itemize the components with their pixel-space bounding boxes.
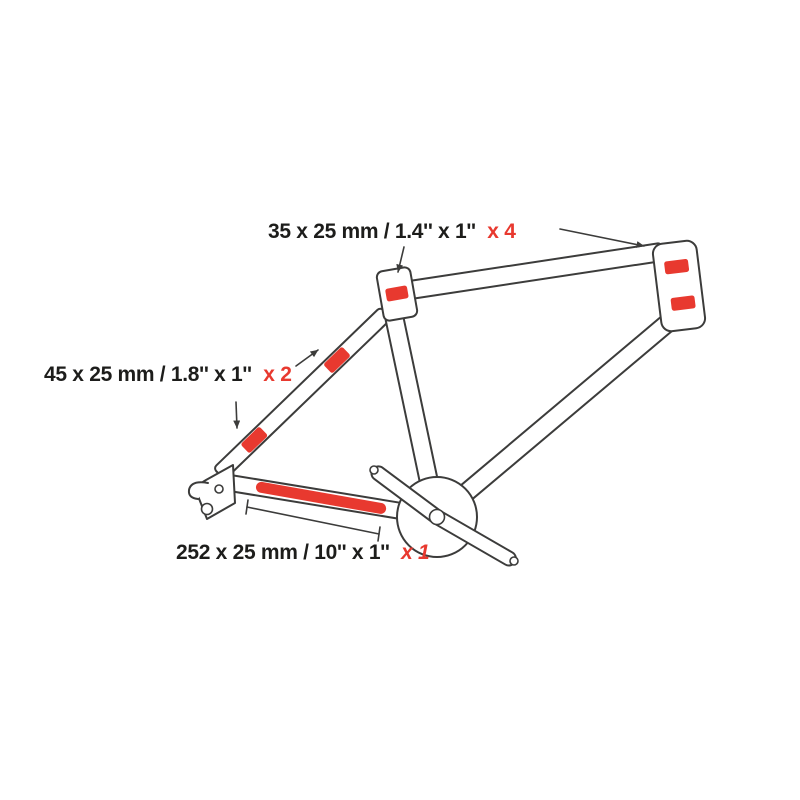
measurement-line-body — [246, 506, 380, 535]
label-top-patch-count: x 4 — [487, 220, 516, 243]
main-tube-group — [214, 307, 391, 480]
down-tube — [384, 313, 442, 500]
label-side-patch-count: x 2 — [263, 363, 291, 386]
seat-cluster-tube — [651, 239, 707, 333]
measurement-tick-start — [245, 499, 249, 515]
arrow-icon-to-side-patch-lower — [233, 401, 241, 429]
derailleur-hanger-hook — [187, 481, 209, 500]
label-long-strip-count: x 1 — [400, 541, 429, 564]
label-side-patch: 45 x 25 mm / 1.8'' x 1'' x 2 — [44, 363, 292, 386]
head-tube-group — [375, 266, 419, 322]
bike-frame-outline — [187, 239, 707, 567]
hanger-bolt-hole — [214, 484, 224, 494]
crankset-group — [369, 465, 519, 567]
protection-patch-cluster-1 — [664, 259, 690, 275]
protection-patch-side-1 — [241, 427, 268, 453]
label-long-strip: 252 x 25 mm / 10'' x 1'' x 1 — [176, 541, 429, 564]
label-side-patch-dimensions: 45 x 25 mm / 1.8'' x 1'' — [44, 363, 252, 386]
crank-hub-hole — [428, 508, 446, 526]
dropout-axle-hole — [200, 502, 214, 516]
pedal-hole-right — [509, 556, 519, 566]
dropout-group — [187, 464, 236, 520]
protection-patch-head — [385, 285, 409, 302]
arrow-icon-to-side-patch-upper — [295, 349, 319, 367]
pedal-hole-left — [369, 465, 379, 475]
main-tube — [214, 307, 391, 480]
seat-tube — [449, 309, 682, 509]
pointer-arrows — [233, 228, 645, 429]
top-tube — [408, 242, 665, 300]
label-top-patch: 35 x 25 mm / 1.4'' x 1'' x 4 — [268, 220, 516, 243]
protection-patch-side-2 — [324, 347, 350, 373]
arrow-icon-to-cluster-patch — [559, 228, 645, 248]
measurement-line — [245, 499, 381, 542]
seat-cluster-group — [651, 239, 707, 333]
label-long-strip-dimensions: 252 x 25 mm / 10'' x 1'' — [176, 541, 390, 564]
protection-strip-long — [255, 481, 387, 514]
measurement-tick-end — [377, 526, 381, 542]
protection-patch-cluster-2 — [670, 295, 696, 311]
label-top-patch-dimensions: 35 x 25 mm / 1.4'' x 1'' — [268, 220, 476, 243]
arrow-icon-to-head-patch — [396, 246, 405, 273]
